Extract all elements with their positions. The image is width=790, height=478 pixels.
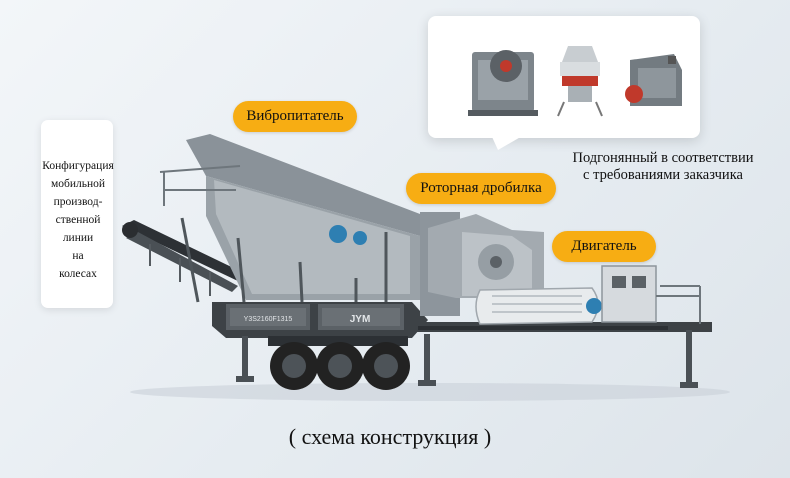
customization-line-1: Подгонянный в соответствии — [572, 150, 754, 166]
equipment-bubble — [428, 16, 700, 138]
impact-crusher — [420, 212, 544, 316]
customization-line-2: с требованиями заказчика — [583, 167, 743, 183]
line-config-line: колесах — [59, 268, 97, 280]
impact-crusher-image — [625, 54, 682, 106]
line-config-text: Конфигурация мобильной производ- ственно… — [22, 157, 134, 283]
line-config-line: Конфигурация — [42, 160, 114, 172]
feeder-motor — [329, 225, 347, 243]
jaw-crusher-image — [468, 50, 538, 116]
line-config-card — [41, 120, 113, 308]
line-config-line: ственной — [55, 214, 101, 226]
line-config-line: производ- — [53, 196, 103, 208]
nameplate-left: Y3S2160F1315 — [244, 316, 293, 323]
diagram-caption: ( схема конструкция ) — [288, 424, 492, 449]
cone-crusher-image — [557, 46, 603, 117]
bubble-tail — [488, 128, 536, 150]
customization-note: Подгонянный в соответствии с требованиям… — [552, 150, 774, 184]
nameplate-logo: JYM — [350, 314, 371, 325]
label-rotor-crusher: Роторная дробилка — [406, 173, 556, 204]
line-config-line: линии — [62, 232, 94, 244]
label-vibrating-feeder: Вибропитатель — [233, 101, 357, 132]
belt-conveyor — [122, 220, 246, 296]
vibrating-feeder — [159, 134, 420, 303]
belt-guard — [475, 287, 602, 325]
wheel-set — [268, 336, 410, 390]
line-config-line: мобильной — [50, 178, 106, 190]
line-config-line: на — [72, 250, 84, 262]
chassis — [212, 302, 712, 338]
ground-shadow — [130, 383, 730, 401]
engine-unit — [601, 265, 701, 324]
label-engine: Двигатель — [552, 231, 656, 262]
support-legs — [236, 330, 698, 388]
